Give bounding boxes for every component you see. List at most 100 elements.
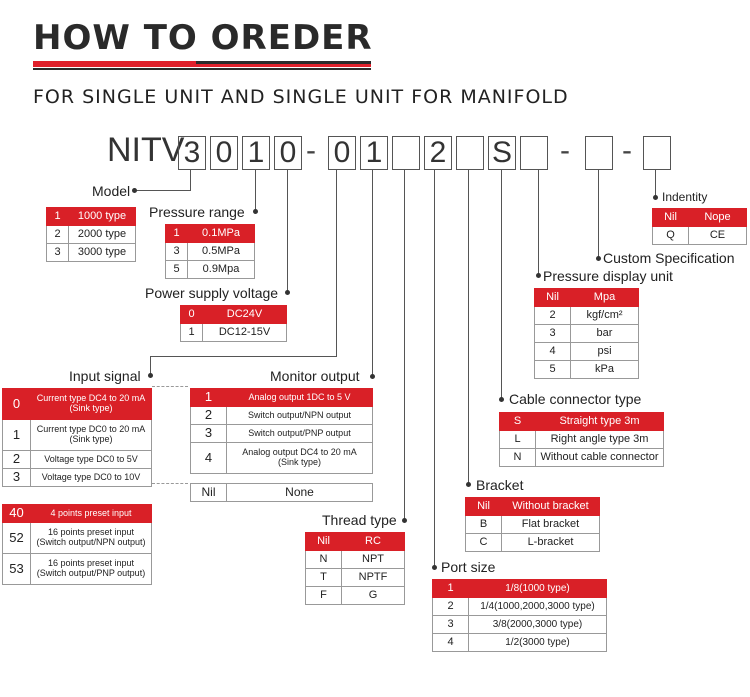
row-value: G: [341, 586, 405, 605]
title-underline: [33, 61, 371, 70]
label-thread-type: Thread type: [322, 512, 397, 528]
row-value: 1/8(1000 type): [468, 579, 607, 598]
row-value: Analog output DC4 to 20 mA(Sink type): [226, 442, 373, 474]
row-value-line: Switch output/NPN output: [247, 409, 352, 420]
row-code: 3: [46, 243, 69, 262]
row-value: Current type DC0 to 20 mA(Sink type): [30, 419, 152, 451]
row-value: 3/8(2000,3000 type): [468, 615, 607, 634]
row-value-line: Voltage type DC0 to 10V: [41, 471, 141, 482]
row-value: kgf/cm²: [570, 306, 639, 325]
row-value: 1000 type: [68, 207, 136, 226]
row-code: 0: [2, 388, 31, 420]
row-value-line: Current type DC0 to 20 mA: [36, 424, 146, 435]
label-custom-spec: Custom Specification: [603, 250, 735, 266]
row-value: Voltage type DC0 to 10V: [30, 468, 152, 487]
row-code: 2: [2, 450, 31, 469]
label-pressure-range: Pressure range: [149, 204, 245, 220]
code-box: 1: [360, 136, 388, 170]
row-code: 3: [2, 468, 31, 487]
row-value: Voltage type DC0 to 5V: [30, 450, 152, 469]
code-box: 0: [210, 136, 238, 170]
code-box: [585, 136, 613, 170]
page-title: HOW TO OREDER: [33, 18, 373, 58]
row-code: Nil: [465, 497, 502, 516]
label-port-size: Port size: [441, 559, 496, 575]
row-value-line: Analog output DC4 to 20 mA: [242, 447, 357, 458]
row-value: Switch output/NPN output: [226, 406, 373, 425]
row-code: 3: [432, 615, 469, 634]
code-box: [520, 136, 548, 170]
row-value: Nope: [688, 208, 747, 227]
row-code: 1: [432, 579, 469, 598]
row-value: Without cable connector: [535, 448, 664, 467]
row-code: Nil: [190, 483, 227, 502]
row-code: Q: [652, 226, 689, 245]
row-code: 4: [190, 442, 227, 474]
row-code: 40: [2, 504, 31, 523]
row-code: 4: [534, 342, 571, 361]
row-value: 1/4(1000,2000,3000 type): [468, 597, 607, 616]
row-code: L: [499, 430, 536, 449]
row-value: 0.1MPa: [187, 224, 255, 243]
row-value: Mpa: [570, 288, 639, 307]
code-box: 0: [328, 136, 356, 170]
row-code: N: [499, 448, 536, 467]
row-value: Switch output/PNP output: [226, 424, 373, 443]
row-value: CE: [688, 226, 747, 245]
row-code: 52: [2, 522, 31, 554]
row-value: Straight type 3m: [535, 412, 664, 431]
table-row: 3 Voltage type DC0 to 10V: [2, 468, 152, 487]
row-value: 16 points preset input(Switch output/PNP…: [30, 553, 152, 585]
row-value: Flat bracket: [501, 515, 600, 534]
row-value: DC12-15V: [202, 323, 287, 342]
code-box: [456, 136, 484, 170]
row-code: 1: [190, 388, 227, 407]
label-input-signal: Input signal: [69, 368, 141, 384]
table-row: 2 Voltage type DC0 to 5V: [2, 450, 152, 469]
row-value-subline: (Switch output/PNP output): [36, 568, 146, 578]
label-bracket: Bracket: [476, 477, 524, 493]
row-value-subline: (Switch output/NPN output): [36, 537, 146, 547]
row-value-subline: (Sink type): [69, 434, 113, 444]
row-value: 3000 type: [68, 243, 136, 262]
row-value-line: 16 points preset input: [47, 558, 135, 569]
row-code: S: [499, 412, 536, 431]
row-value-line: Voltage type DC0 to 5V: [44, 453, 138, 464]
row-code: 2: [46, 225, 69, 244]
row-code: 2: [534, 306, 571, 325]
code-box: 0: [274, 136, 302, 170]
